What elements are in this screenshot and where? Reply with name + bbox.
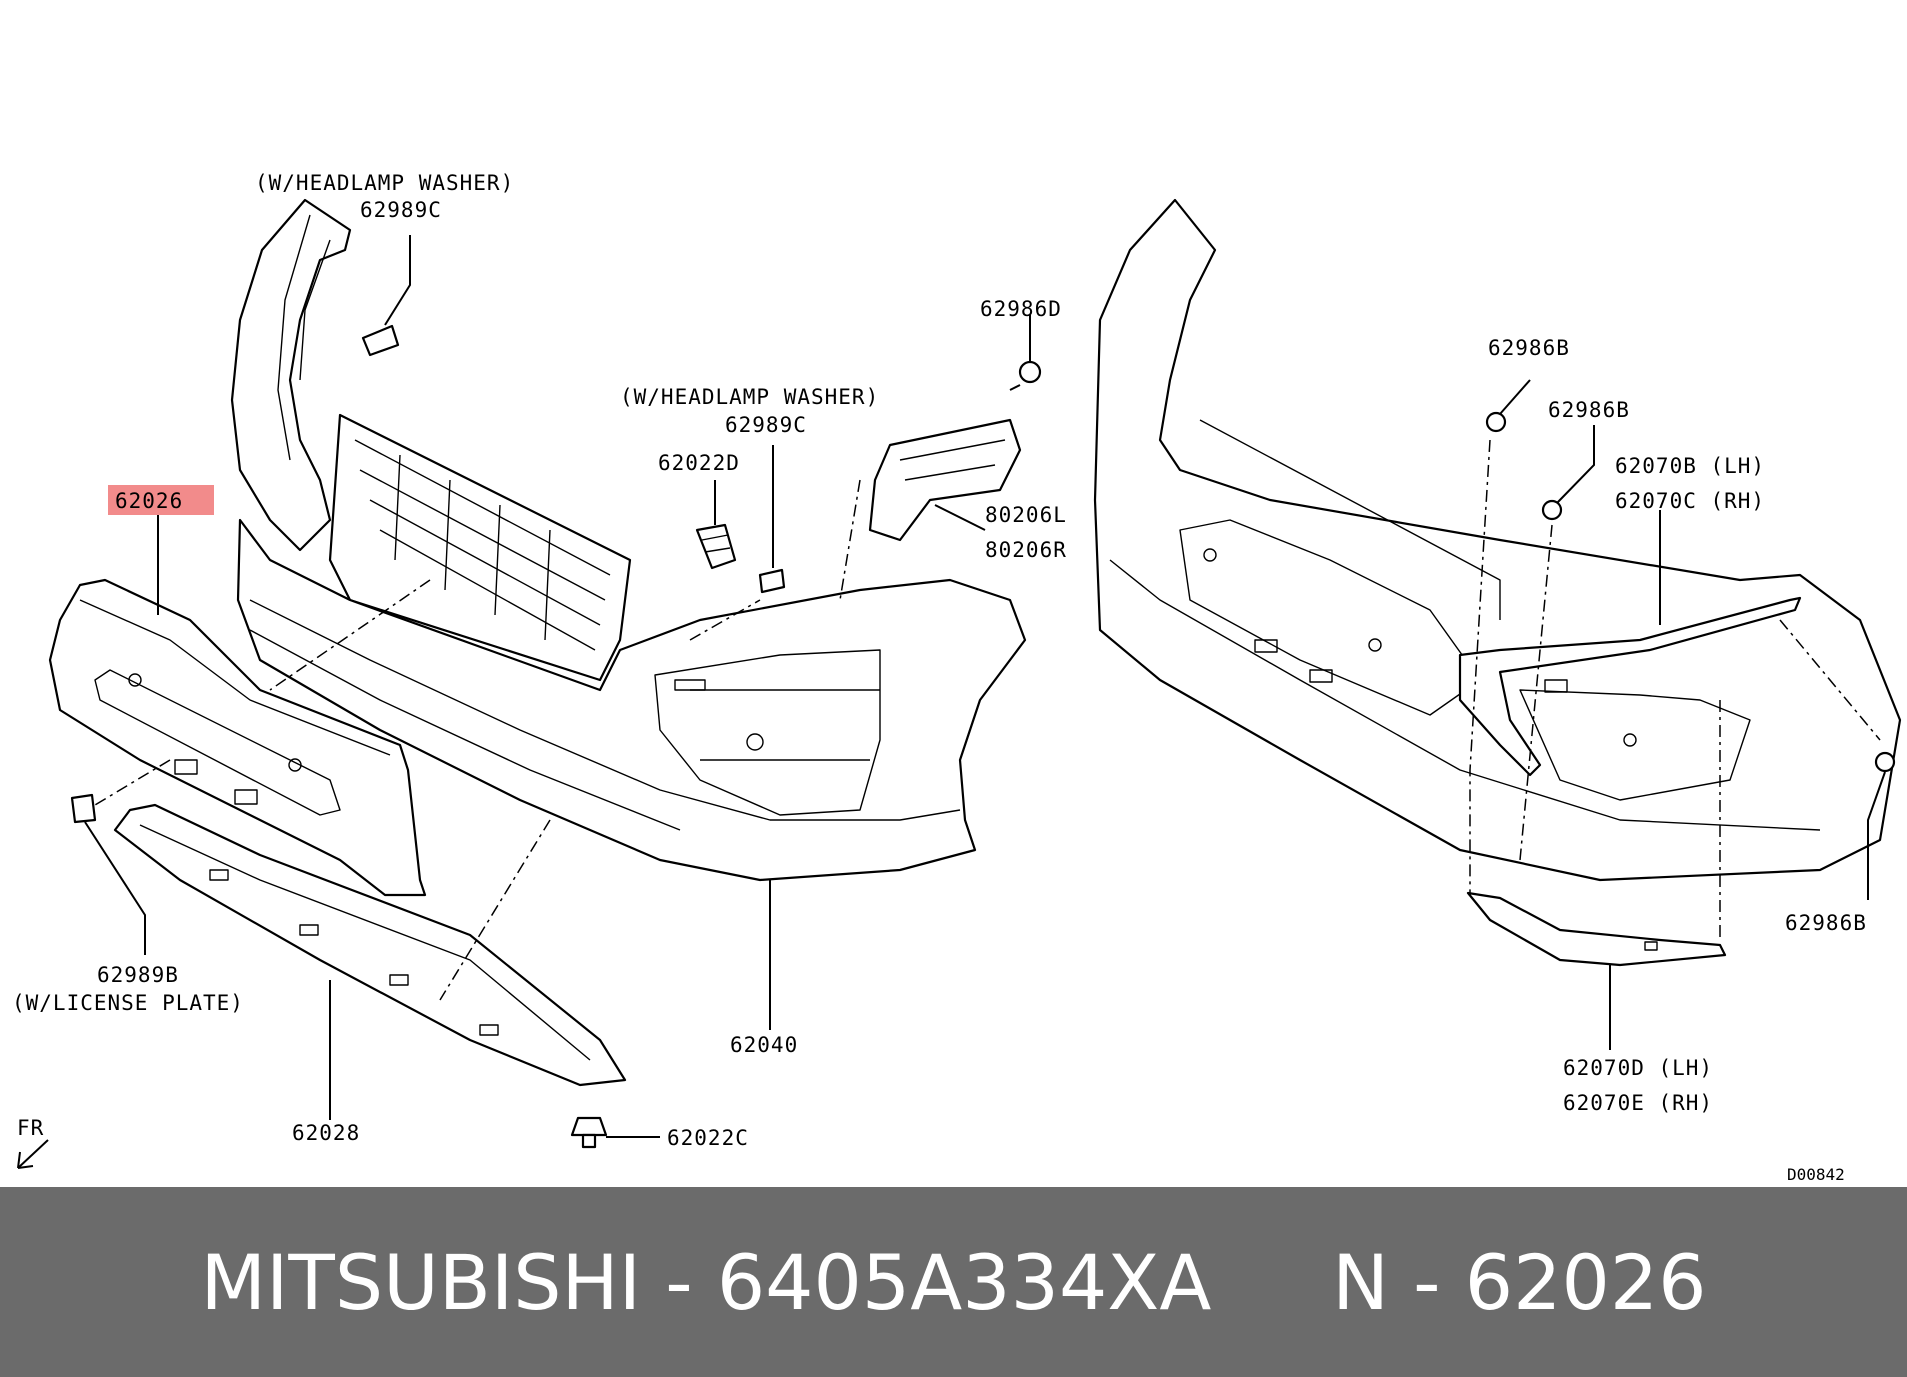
label-62986b-a: 62986B bbox=[1488, 336, 1570, 360]
footer-ref-prefix: N bbox=[1332, 1237, 1390, 1327]
front-bumper-cover bbox=[236, 518, 1027, 882]
screw-62986b-a bbox=[1485, 411, 1507, 433]
highlight-62026 bbox=[108, 485, 214, 515]
label-62070c: 62070C (RH) bbox=[1615, 489, 1765, 513]
lower-reflector-garnish bbox=[1466, 891, 1727, 967]
clip-62022c bbox=[570, 1116, 608, 1149]
label-62986b-b: 62986B bbox=[1548, 398, 1630, 422]
screw-62986b-c bbox=[1874, 751, 1896, 773]
label-62040: 62040 bbox=[730, 1033, 798, 1057]
label-washer-note-left: (W/HEADLAMP WASHER) bbox=[255, 171, 514, 195]
label-80206l: 80206L bbox=[985, 503, 1067, 527]
label-62986d: 62986D bbox=[980, 297, 1062, 321]
clip-62989b bbox=[70, 793, 97, 824]
footer-part-number: 6405A334XA bbox=[716, 1237, 1212, 1327]
label-62989b: 62989B bbox=[97, 963, 179, 987]
upper-side-bracket bbox=[230, 198, 352, 552]
footer-separator-1: - bbox=[641, 1237, 717, 1327]
label-62022c: 62022C bbox=[667, 1126, 749, 1150]
clip-62022d bbox=[695, 523, 737, 570]
footer-separator-2: - bbox=[1389, 1237, 1465, 1327]
label-62070b: 62070B (LH) bbox=[1615, 454, 1765, 478]
upper-reflector-garnish bbox=[1458, 596, 1802, 777]
label-62022d: 62022D bbox=[658, 451, 740, 475]
footer-part-caption: MITSUBISHI - 6405A334XA N - 62026 bbox=[0, 1187, 1907, 1377]
footer-ref-number: 62026 bbox=[1464, 1237, 1707, 1327]
screw-62986d bbox=[1009, 360, 1042, 391]
clip-62989c-right bbox=[758, 568, 786, 594]
label-washer-note-right: (W/HEADLAMP WASHER) bbox=[620, 385, 879, 409]
label-diagram-code: D00842 bbox=[1787, 1165, 1845, 1184]
parts-diagram: (W/HEADLAMP WASHER) 62989C 62986D (W/HEA… bbox=[12, 171, 1902, 1184]
screw-62986b-b bbox=[1541, 499, 1563, 521]
fog-lamp-opening bbox=[654, 649, 881, 816]
label-62989c-left: 62989C bbox=[360, 198, 442, 222]
grille-support bbox=[328, 413, 632, 682]
rear-bumper-cover bbox=[1093, 198, 1902, 882]
grille bbox=[48, 578, 427, 897]
label-62026: 62026 bbox=[115, 489, 183, 513]
lower-garnish bbox=[113, 803, 627, 1087]
label-62986b-c: 62986B bbox=[1785, 911, 1867, 935]
footer-gap bbox=[1211, 1238, 1332, 1327]
label-62989c-right: 62989C bbox=[725, 413, 807, 437]
label-80206r: 80206R bbox=[985, 538, 1067, 562]
clip-62989c-left bbox=[361, 324, 400, 357]
footer-brand: MITSUBISHI bbox=[200, 1237, 642, 1327]
label-62070d: 62070D (LH) bbox=[1563, 1056, 1713, 1080]
label-62028: 62028 bbox=[292, 1121, 360, 1145]
footer-bar: MITSUBISHI - 6405A334XA N - 62026 bbox=[0, 1187, 1907, 1377]
label-fr: FR bbox=[17, 1116, 44, 1140]
label-license-note: (W/LICENSE PLATE) bbox=[12, 991, 244, 1015]
label-62070e: 62070E (RH) bbox=[1563, 1091, 1713, 1115]
washer-bracket bbox=[868, 418, 1022, 542]
front-direction-arrow bbox=[17, 1139, 49, 1169]
